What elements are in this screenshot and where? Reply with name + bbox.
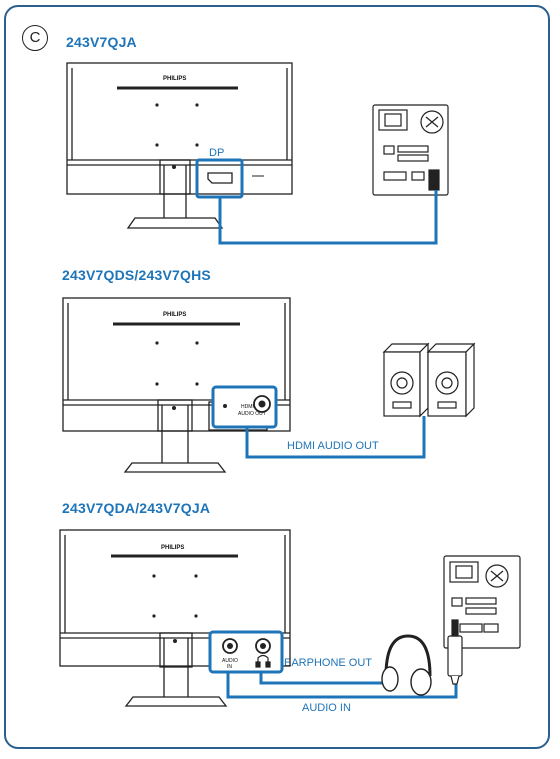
audio-plug-icon [447,619,463,685]
hdmi-port-text: HDMI [241,404,254,410]
audio-out-port-text: AUDIO OUT [238,411,266,417]
dp-label: DP [209,147,225,159]
headphone-jack-icon [255,654,271,668]
monitor-3-holes [152,574,198,643]
model-title-2: 243V7QDS/243V7QHS [62,267,211,283]
hdmi-audio-cable [245,416,426,459]
hdmi-audio-out-port-icon [211,385,278,429]
speakers-icon [382,342,476,418]
pc-tower-icon-2 [443,555,521,649]
page-frame [4,5,550,749]
audio-port-text-line1: AUDIO [222,658,238,664]
section-letter: C [22,25,48,51]
brand-logo-2: PHILIPS [163,312,186,318]
model-title-1: 243V7QJA [66,34,137,50]
hdmi-audio-out-label: HDMI AUDIO OUT [287,440,379,452]
headphones-icon [381,634,432,696]
brand-logo-1: PHILIPS [163,76,186,82]
audio-port-text-line2: IN [227,664,232,670]
earphone-out-label: EARPHONE OUT [284,657,373,669]
audio-in-cable [226,672,458,699]
monitor-2 [62,297,291,473]
dp-cable [218,190,438,245]
pc-tower-icon [372,104,449,196]
monitor-2-holes [155,341,199,410]
monitor-1-holes [155,103,199,169]
audio-in-label: AUDIO IN [302,702,351,714]
audio-in-port-icon [208,630,284,674]
brand-logo-3: PHILIPS [161,545,184,551]
monitor-1 [66,62,293,229]
model-title-3: 243V7QDA/243V7QJA [62,500,211,516]
monitor-3 [59,529,291,707]
earphone-cable [259,672,386,685]
